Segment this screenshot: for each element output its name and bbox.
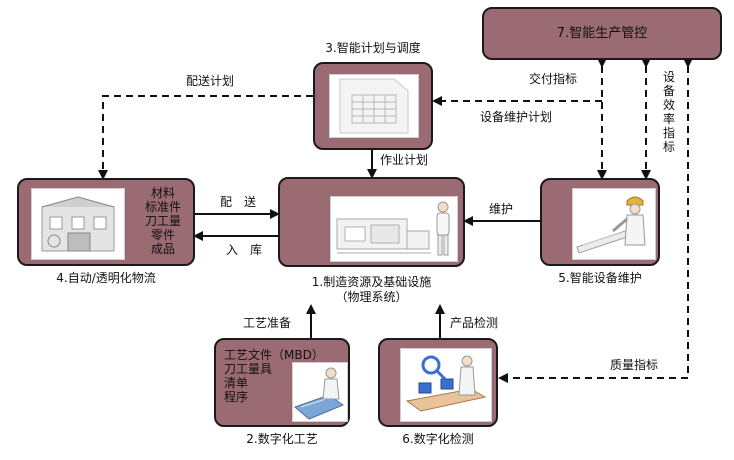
warehouse-image bbox=[31, 188, 125, 260]
node-2-item: 程序 bbox=[224, 390, 249, 404]
label-warehouse: 入 库 bbox=[226, 243, 263, 257]
node-4-item: 成品 bbox=[150, 242, 175, 256]
node-6-caption: 6.数字化检测 bbox=[402, 432, 474, 446]
node-2-item: 刀工量具 bbox=[224, 362, 273, 376]
label-work-plan: 作业计划 bbox=[380, 153, 429, 167]
node-2-caption: 2.数字化工艺 bbox=[246, 432, 318, 446]
node-4-item: 材料 bbox=[150, 186, 175, 200]
node-smart-planning bbox=[313, 62, 433, 150]
node-7-title: 7.智能生产管控 bbox=[556, 26, 648, 41]
node-2-item: 工艺文件（MBD） bbox=[224, 348, 324, 362]
label-product-inspect: 产品检测 bbox=[450, 316, 499, 330]
maintenance-image bbox=[572, 188, 656, 260]
label-quality-metrics: 质量指标 bbox=[610, 358, 659, 372]
node-2-item: 清单 bbox=[224, 376, 249, 390]
label-maintenance-plan: 设备维护计划 bbox=[480, 110, 553, 124]
node-smart-maintenance bbox=[540, 178, 660, 266]
edge-delivery-plan bbox=[98, 95, 313, 180]
spreadsheet-icon bbox=[339, 78, 409, 134]
label-process-prep: 工艺准备 bbox=[243, 316, 292, 330]
label-delivery-plan: 配送计划 bbox=[186, 74, 235, 88]
machine-icon bbox=[336, 201, 450, 256]
node-1-caption-line2: （物理系统） bbox=[335, 290, 408, 304]
inspection-icon bbox=[405, 355, 487, 412]
node-digital-process: 工艺文件（MBD） 刀工量具 清单 程序 bbox=[214, 338, 350, 427]
node-4-item: 零件 bbox=[150, 228, 175, 242]
engineer-icon bbox=[576, 196, 646, 254]
node-digital-inspection bbox=[378, 338, 498, 427]
node-1-caption-line1: 1.制造资源及基础设施 bbox=[311, 275, 432, 289]
edge-quality-metrics bbox=[498, 58, 693, 383]
node-4-caption: 4.自动/透明化物流 bbox=[56, 271, 156, 285]
label-deliver: 配 送 bbox=[220, 195, 257, 209]
engineer-desk-icon bbox=[294, 367, 345, 420]
process-image bbox=[292, 362, 348, 422]
node-3-caption: 3.智能计划与调度 bbox=[325, 41, 421, 55]
node-manufacturing-resources bbox=[278, 177, 465, 267]
factory-equipment-image bbox=[330, 196, 458, 262]
node-4-item: 刀工量 bbox=[144, 214, 181, 228]
label-delivery-metrics: 交付指标 bbox=[529, 72, 578, 86]
node-4-item: 标准件 bbox=[144, 200, 181, 214]
node-4-items: 材料 标准件 刀工量 零件 成品 bbox=[137, 186, 189, 256]
label-efficiency-metrics: 设备效率指标 bbox=[662, 70, 675, 154]
node-5-caption: 5.智能设备维护 bbox=[558, 271, 642, 285]
node-logistics: 材料 标准件 刀工量 零件 成品 bbox=[17, 178, 195, 266]
warehouse-icon bbox=[41, 196, 115, 252]
node-2-items: 工艺文件（MBD） 刀工量具 清单 程序 bbox=[224, 348, 324, 404]
node-smart-production-control: 7.智能生产管控 bbox=[482, 7, 722, 60]
inspection-image bbox=[400, 348, 492, 422]
spreadsheet-image bbox=[329, 74, 419, 138]
label-maintain: 维护 bbox=[489, 202, 514, 216]
